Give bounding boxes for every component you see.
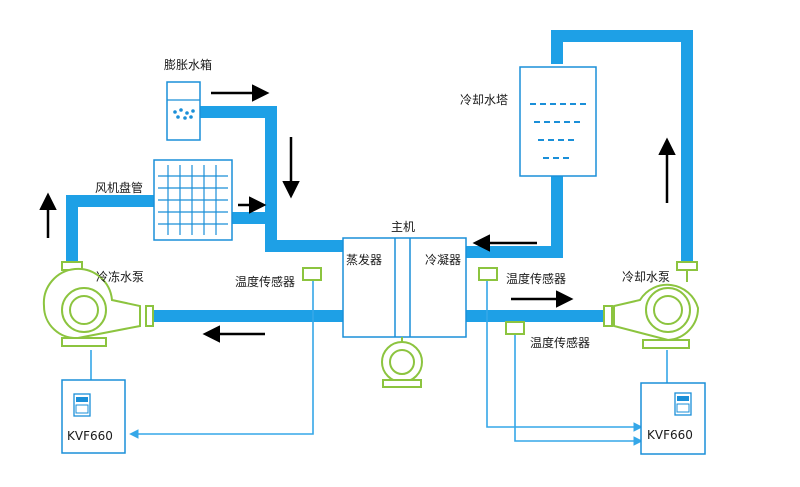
- fan-coil-label: 风机盘管: [95, 180, 143, 195]
- pipe-tower-to-cooling-pump: [551, 30, 693, 264]
- cooling-pump: [603, 261, 700, 349]
- pipe-condenser-to-tower: [466, 176, 563, 258]
- cooling-pump-label: 冷却水泵: [622, 270, 670, 284]
- signal-lines: [90, 280, 668, 446]
- signal-lower-right-sensor-to-vfd: [514, 335, 643, 446]
- flow-arrows: [39, 84, 676, 343]
- chilled-pump-label: 冷冻水泵: [96, 269, 144, 284]
- vfd-left-label: KVF660: [67, 429, 113, 443]
- signal-upper-right-sensor-to-vfd: [486, 280, 643, 432]
- fan-coil-unit: [153, 159, 233, 241]
- chilled-pump: [42, 261, 154, 347]
- pipe-fancoil-to-chilled-pump: [66, 195, 160, 264]
- sensor-right-upper-label: 温度传感器: [506, 271, 566, 286]
- sensor-condenser-lower: [505, 321, 525, 335]
- evaporator-label: 蒸发器: [346, 252, 382, 267]
- cooling-tower-label: 冷却水塔: [460, 93, 508, 107]
- sensor-right-lower-label: 温度传感器: [530, 335, 590, 350]
- sensor-left-label: 温度传感器: [235, 274, 295, 289]
- variable-frequency-drive-icon: [73, 393, 91, 417]
- variable-frequency-drive-icon: [674, 392, 692, 416]
- sensor-condenser-upper: [478, 267, 498, 281]
- vfd-right: [640, 382, 706, 455]
- expansion-tank-label: 膨胀水箱: [164, 57, 212, 72]
- water-pipes: [66, 30, 693, 322]
- condenser-label: 冷凝器: [425, 252, 461, 267]
- compressor-icon: [381, 341, 423, 388]
- cooling-tower: [519, 66, 597, 177]
- vfd-right-label: KVF660: [647, 428, 693, 442]
- chiller-main-unit: [342, 237, 467, 346]
- pipe-expansion-to-evaporator: [200, 106, 343, 252]
- vfd-left: [61, 379, 126, 454]
- water-droplets-icon: [173, 108, 195, 120]
- expansion-tank: [166, 81, 201, 141]
- signal-left-sensor-to-vfd: [129, 280, 314, 439]
- sensor-evaporator: [302, 267, 322, 281]
- main-unit-label: 主机: [391, 220, 415, 234]
- temperature-sensor-icon: [302, 267, 525, 335]
